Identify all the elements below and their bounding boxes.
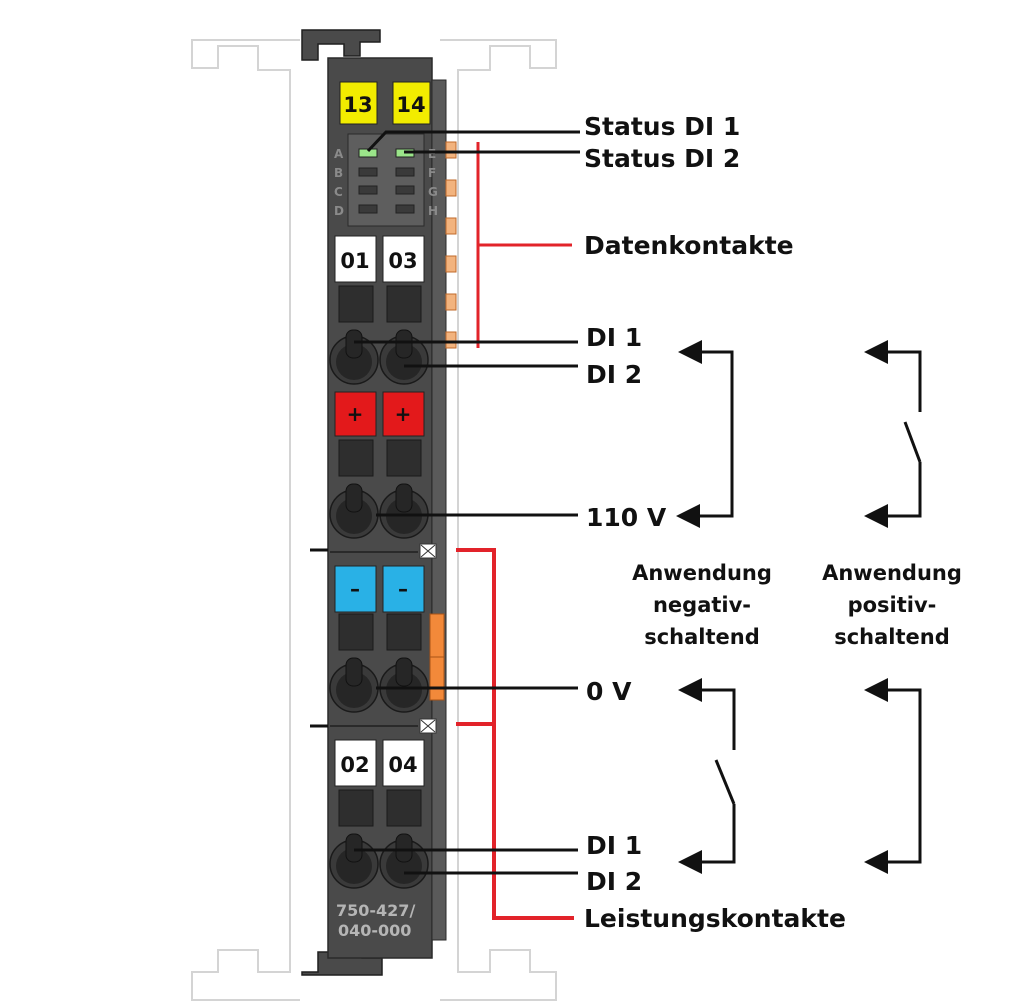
label-di1-upper: DI 1 (586, 323, 642, 352)
caption-negative-line1: Anwendung (632, 561, 772, 585)
arrowhead (864, 504, 888, 528)
leistungskontakte-bracket (456, 548, 574, 920)
release-slot-1a (338, 285, 374, 323)
arrowhead (678, 678, 702, 702)
label-datenkontakte: Datenkontakte (584, 231, 794, 260)
data-contact-4 (445, 255, 457, 273)
led-letter-c: C (334, 185, 343, 199)
caption-positive: Anwendung positiv- schaltend (822, 561, 962, 649)
led-letter-h: H (428, 204, 438, 218)
din-rail-left (191, 39, 300, 1001)
wiring-negative-lower (678, 678, 736, 874)
clamp-pair-3 (329, 657, 429, 713)
wiring-negative-upper (676, 340, 734, 528)
caption-negative-line2: negativ- (653, 593, 751, 617)
arrowhead (676, 504, 700, 528)
release-slot-4b (386, 789, 422, 827)
led-f-right (395, 167, 415, 177)
marker-03-label: 03 (388, 249, 417, 273)
release-slot-4a (338, 789, 374, 827)
data-contact-1 (445, 141, 457, 159)
marker-02-label: 02 (340, 753, 369, 777)
marker-14-label: 14 (396, 93, 425, 117)
minus-symbol-right: – (398, 577, 408, 601)
top-clip (301, 29, 381, 61)
data-contact-6 (445, 331, 457, 349)
plus-symbol-right: + (395, 402, 412, 426)
caption-negative: Anwendung negativ- schaltend (632, 561, 772, 649)
clamp-pair-4 (329, 833, 429, 889)
arrowhead (678, 850, 702, 874)
power-contact-marker-bottom (419, 718, 437, 734)
data-contact-2 (445, 179, 457, 197)
led-letter-d: D (334, 204, 344, 218)
minus-marker-right (382, 565, 425, 613)
part-number-line2: 040-000 (338, 921, 411, 940)
label-di1-lower: DI 1 (586, 831, 642, 860)
led-h-right (395, 204, 415, 214)
marker-04-label: 04 (388, 753, 417, 777)
power-contact-marker-top (419, 543, 437, 559)
arrowhead (678, 340, 702, 364)
arrowhead (864, 340, 888, 364)
led-d-left (358, 204, 378, 214)
marker-13 (339, 81, 378, 125)
label-leistungskontakte: Leistungskontakte (584, 904, 846, 933)
release-slot-2a (338, 439, 374, 477)
label-status-di1: Status DI 1 (584, 112, 740, 141)
din-rail-right (440, 39, 557, 1001)
marker-02 (334, 739, 377, 787)
led-letter-b: B (334, 166, 343, 180)
part-number-line1: 750-427/ (336, 901, 415, 920)
label-110v: 110 V (586, 503, 667, 532)
caption-positive-line3: schaltend (834, 625, 950, 649)
led-c-left (358, 185, 378, 195)
data-contact-3 (445, 217, 457, 235)
din-rail (191, 39, 557, 1001)
minus-marker-left (334, 565, 377, 613)
wiring-positive-lower (864, 678, 922, 874)
marker-03 (382, 235, 425, 283)
minus-symbol-left: – (350, 577, 360, 601)
plus-marker-right (382, 391, 425, 437)
arrowhead (864, 850, 888, 874)
plus-marker-left (334, 391, 377, 437)
clamp-pair-1 (329, 329, 429, 385)
release-slot-1b (386, 285, 422, 323)
led-b-left (358, 167, 378, 177)
release-slot-3a (338, 613, 374, 651)
datenkontakte-bracket (476, 142, 572, 348)
marker-04 (382, 739, 425, 787)
marker-13-label: 13 (343, 93, 372, 117)
caption-positive-line2: positiv- (848, 593, 937, 617)
label-di2-upper: DI 2 (586, 360, 642, 389)
caption-positive-line1: Anwendung (822, 561, 962, 585)
led-letter-g: G (428, 185, 438, 199)
data-contact-5 (445, 293, 457, 311)
led-letter-a: A (334, 147, 344, 161)
led-g-right (395, 185, 415, 195)
release-slot-2b (386, 439, 422, 477)
led-letter-f: F (428, 166, 436, 180)
marker-01-label: 01 (340, 249, 369, 273)
marker-01 (334, 235, 377, 283)
label-status-di2: Status DI 2 (584, 144, 740, 173)
led-letter-e: E (428, 147, 436, 161)
plus-symbol-left: + (347, 402, 364, 426)
caption-negative-line3: schaltend (644, 625, 760, 649)
label-0v: 0 V (586, 677, 632, 706)
leader-status-di1 (366, 130, 580, 153)
arrowhead (864, 678, 888, 702)
label-di2-lower: DI 2 (586, 867, 642, 896)
wiring-positive-upper (864, 340, 922, 528)
data-contacts (445, 141, 457, 349)
release-slot-3b (386, 613, 422, 651)
callout-lines (354, 130, 580, 875)
marker-14 (392, 81, 431, 125)
